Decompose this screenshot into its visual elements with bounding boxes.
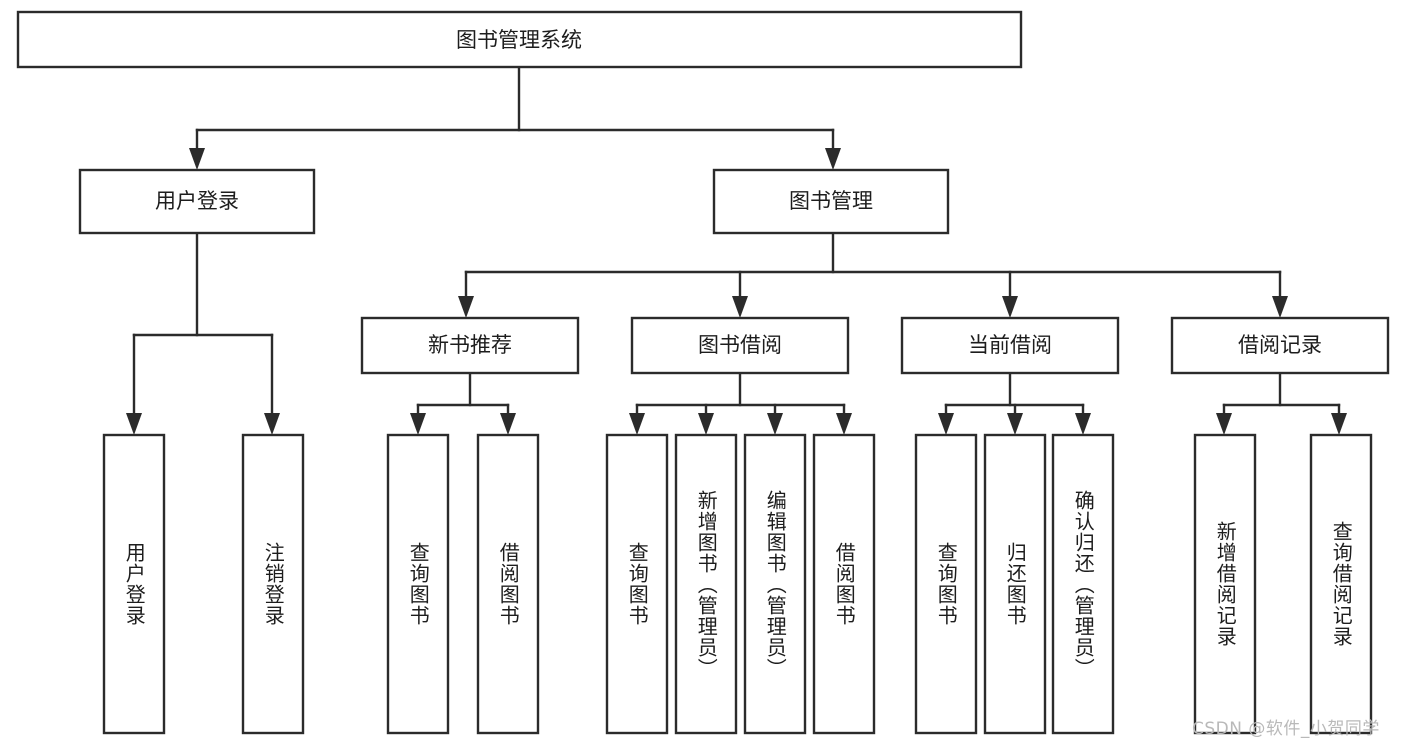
leaf-borrow-book-1[interactable]: 借阅图书 bbox=[476, 433, 540, 735]
connector-currentborrow-to-leaves bbox=[938, 371, 1091, 435]
node-book-borrow[interactable]: 图书借阅 bbox=[630, 316, 850, 375]
leaf-user-logout[interactable]: 注销登录 bbox=[241, 433, 305, 735]
leaf-return-book-label: 归还图书 bbox=[1003, 542, 1028, 626]
node-borrow-record-label: 借阅记录 bbox=[1238, 333, 1322, 357]
node-book-manage-label: 图书管理 bbox=[789, 189, 873, 213]
leaf-query-book-3-label: 查询图书 bbox=[934, 542, 959, 626]
leaf-borrow-book-1-label: 借阅图书 bbox=[496, 542, 521, 626]
leaf-borrow-book-2-label: 借阅图书 bbox=[832, 542, 857, 626]
leaf-query-book-1-label: 查询图书 bbox=[406, 542, 431, 626]
leaf-return-book[interactable]: 归还图书 bbox=[983, 433, 1047, 735]
leaf-query-book-2-label: 查询图书 bbox=[625, 542, 650, 626]
node-new-book-recommend-label: 新书推荐 bbox=[428, 333, 512, 357]
node-root[interactable]: 图书管理系统 bbox=[16, 10, 1023, 69]
node-current-borrow[interactable]: 当前借阅 bbox=[900, 316, 1120, 375]
node-new-book-recommend[interactable]: 新书推荐 bbox=[360, 316, 580, 375]
leaf-confirm-return-label: 确认归还（管理员） bbox=[1071, 489, 1096, 679]
leaf-user-login-label: 用户登录 bbox=[122, 542, 147, 626]
leaf-user-logout-label: 注销登录 bbox=[261, 542, 286, 626]
csdn-watermark: CSDN @软件_小贺同学 bbox=[1192, 719, 1380, 739]
node-book-manage[interactable]: 图书管理 bbox=[712, 168, 950, 235]
node-root-label: 图书管理系统 bbox=[456, 28, 582, 52]
leaf-edit-book[interactable]: 编辑图书（管理员） bbox=[743, 433, 807, 735]
node-book-borrow-label: 图书借阅 bbox=[698, 333, 782, 357]
leaf-add-book[interactable]: 新增图书（管理员） bbox=[674, 433, 738, 735]
node-user-login-label: 用户登录 bbox=[155, 189, 239, 213]
leaf-query-record[interactable]: 查询借阅记录 bbox=[1309, 433, 1373, 735]
leaf-query-record-label: 查询借阅记录 bbox=[1329, 521, 1354, 647]
leaf-add-record-label: 新增借阅记录 bbox=[1213, 521, 1238, 647]
connector-root-to-level2 bbox=[189, 65, 841, 170]
connector-userlogin-to-leaves bbox=[126, 231, 280, 435]
leaf-query-book-3[interactable]: 查询图书 bbox=[914, 433, 978, 735]
connector-borrowrecord-to-leaves bbox=[1216, 371, 1347, 435]
node-current-borrow-label: 当前借阅 bbox=[968, 333, 1052, 357]
leaf-confirm-return[interactable]: 确认归还（管理员） bbox=[1051, 433, 1115, 735]
connector-bookmanage-to-level3 bbox=[458, 231, 1288, 318]
leaf-query-book-1[interactable]: 查询图书 bbox=[386, 433, 450, 735]
leaf-edit-book-label: 编辑图书（管理员） bbox=[763, 489, 788, 679]
connector-newbook-to-leaves bbox=[410, 371, 516, 435]
leaf-borrow-book-2[interactable]: 借阅图书 bbox=[812, 433, 876, 735]
node-borrow-record[interactable]: 借阅记录 bbox=[1170, 316, 1390, 375]
leaf-query-book-2[interactable]: 查询图书 bbox=[605, 433, 669, 735]
node-user-login[interactable]: 用户登录 bbox=[78, 168, 316, 235]
leaf-add-record[interactable]: 新增借阅记录 bbox=[1193, 433, 1257, 735]
leaf-add-book-label: 新增图书（管理员） bbox=[694, 489, 719, 679]
leaf-user-login[interactable]: 用户登录 bbox=[102, 433, 166, 735]
connector-bookborrow-to-leaves bbox=[629, 371, 852, 435]
